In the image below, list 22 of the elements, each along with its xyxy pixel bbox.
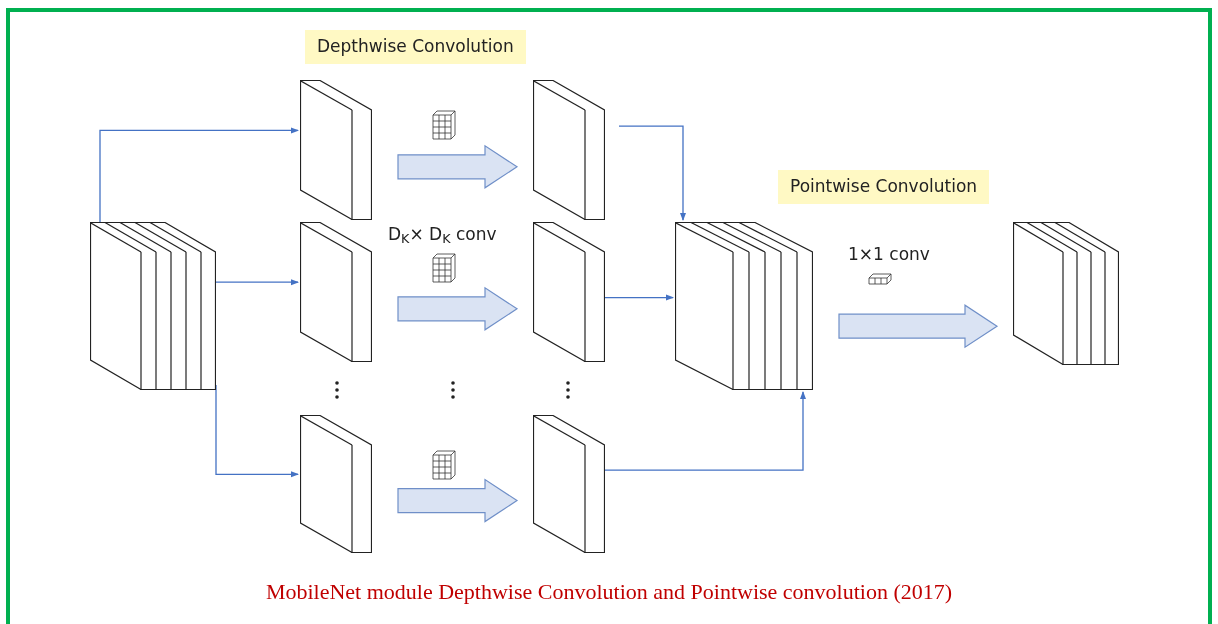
section-heading: Pointwise Convolution	[778, 170, 990, 204]
feature-map	[533, 80, 605, 220]
feature-map	[300, 415, 372, 553]
feature-map-stack	[90, 222, 216, 390]
block-arrow	[838, 304, 999, 349]
block-arrow	[397, 144, 519, 189]
arrow	[215, 279, 299, 286]
feature-map	[533, 415, 605, 553]
arrow	[618, 125, 686, 221]
block-arrow	[397, 286, 519, 331]
kernel-label: 1×1 conv	[848, 243, 930, 266]
section-heading: Depthwise Convolution	[305, 30, 526, 64]
feature-map	[300, 222, 372, 362]
arrow	[604, 391, 806, 471]
caption: MobileNet module Depthwise Convolution and Pointwise convolution (2017)	[265, 578, 953, 606]
kernel-label: D$_{K}$× D$_{K}$ conv	[388, 223, 497, 248]
feature-map	[300, 80, 372, 220]
feature-map-stack	[675, 222, 813, 390]
arrow	[604, 294, 674, 301]
block-arrow	[397, 478, 519, 523]
feature-map-stack	[1013, 222, 1119, 365]
feature-map	[533, 222, 605, 362]
